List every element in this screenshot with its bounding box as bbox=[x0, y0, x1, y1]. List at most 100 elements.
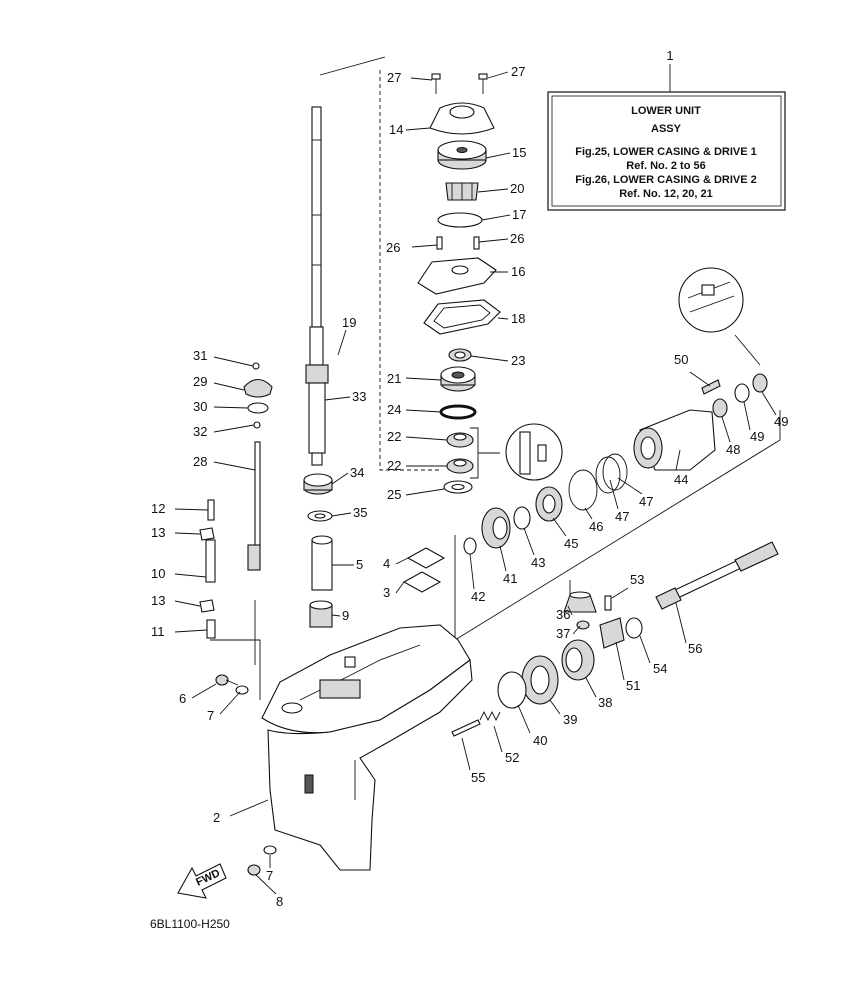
screws bbox=[215, 674, 277, 876]
callout-number: 47 bbox=[615, 509, 629, 524]
callout-leader-line bbox=[497, 317, 509, 320]
callout-number: 36 bbox=[556, 607, 570, 622]
callout-leader-line bbox=[477, 188, 509, 193]
callout-number: 3 bbox=[383, 585, 390, 600]
callout-leader-line bbox=[411, 244, 438, 248]
callout-leader-line bbox=[743, 401, 751, 431]
callout-number: 19 bbox=[342, 315, 356, 330]
callout-number: 51 bbox=[626, 678, 640, 693]
legend-fig1: Fig.25, LOWER CASING & DRIVE 1 bbox=[575, 146, 757, 158]
callout-number: 12 bbox=[151, 501, 165, 516]
callout-number: 21 bbox=[387, 371, 401, 386]
callout-number: 27 bbox=[387, 70, 401, 85]
callout-number: 47 bbox=[639, 494, 653, 509]
callout-leader-line bbox=[584, 507, 593, 520]
callout-leader-line bbox=[331, 614, 341, 617]
callout-number: 49 bbox=[774, 414, 788, 429]
callout-number: 22 bbox=[387, 458, 401, 473]
callout-leader-line bbox=[405, 377, 442, 381]
callout-number: 48 bbox=[726, 442, 740, 457]
legend-ref-number: 1 bbox=[666, 48, 673, 63]
callout-leader-line bbox=[255, 874, 277, 895]
callout-leader-line bbox=[213, 382, 245, 391]
callout-number: 41 bbox=[503, 571, 517, 586]
callout-leader-line bbox=[689, 371, 711, 387]
callout-number: 15 bbox=[512, 145, 526, 160]
callout-number: 2 bbox=[213, 810, 220, 825]
callout-number: 18 bbox=[511, 311, 525, 326]
callout-leader-line bbox=[585, 677, 597, 698]
callout-number: 20 bbox=[510, 181, 524, 196]
callout-number: 55 bbox=[471, 770, 485, 785]
callout-number: 43 bbox=[531, 555, 545, 570]
callout-leader-line bbox=[219, 691, 241, 715]
callout-leader-line bbox=[213, 461, 256, 471]
callout-number: 37 bbox=[556, 626, 570, 641]
callout-leader-line bbox=[549, 699, 561, 715]
callout-number: 35 bbox=[353, 505, 367, 520]
callout-number: 38 bbox=[598, 695, 612, 710]
callout-leader-line bbox=[609, 479, 619, 510]
callout-number: 46 bbox=[589, 519, 603, 534]
callout-number: 31 bbox=[193, 348, 207, 363]
callout-number: 50 bbox=[674, 352, 688, 367]
legend-title-line1: LOWER UNIT bbox=[631, 105, 701, 117]
callout-leader-line bbox=[213, 424, 255, 433]
callout-leader-line bbox=[721, 416, 731, 443]
callout-leader-line bbox=[324, 396, 351, 401]
callout-number: 28 bbox=[193, 454, 207, 469]
callout-leader-line bbox=[517, 704, 531, 734]
callout-leader-line bbox=[395, 557, 409, 565]
fwd-arrow: FWD bbox=[177, 863, 227, 899]
drive-shaft bbox=[305, 106, 329, 466]
callout-leader-line bbox=[395, 581, 405, 594]
callout-leader-line bbox=[174, 600, 201, 607]
callout-number: 11 bbox=[151, 624, 165, 639]
callout-number: 45 bbox=[564, 536, 578, 551]
callout-leader-line bbox=[487, 71, 509, 79]
callout-number: 44 bbox=[674, 472, 688, 487]
callout-number: 9 bbox=[342, 608, 349, 623]
callout-leader-line bbox=[461, 737, 471, 771]
callout-number: 56 bbox=[688, 641, 702, 656]
diagram-code: 6BL1100-H250 bbox=[150, 917, 230, 931]
callout-number: 7 bbox=[266, 868, 273, 883]
callout-number: 16 bbox=[511, 264, 525, 279]
callout-number: 17 bbox=[512, 207, 526, 222]
callout-number: 53 bbox=[630, 572, 644, 587]
callout-leader-line bbox=[567, 605, 573, 616]
callout-leader-line bbox=[405, 436, 448, 441]
callout-leader-line bbox=[229, 799, 269, 817]
callout-number: 13 bbox=[151, 593, 165, 608]
callout-leader-line bbox=[191, 683, 217, 699]
callout-number: 33 bbox=[352, 389, 366, 404]
legend-fig1-ref: Ref. No. 2 to 56 bbox=[626, 160, 705, 172]
lower-casing bbox=[261, 624, 473, 871]
callout-number: 7 bbox=[207, 708, 214, 723]
callout-leader-line bbox=[213, 406, 249, 409]
callout-leader-line bbox=[213, 356, 254, 367]
callout-number: 5 bbox=[356, 557, 363, 572]
callout-number: 4 bbox=[383, 556, 390, 571]
bushing-parts bbox=[303, 473, 446, 628]
callout-number: 54 bbox=[653, 661, 667, 676]
callout-number: 25 bbox=[387, 487, 401, 502]
callout-leader-line bbox=[174, 532, 201, 535]
shift-rod-parts bbox=[199, 362, 273, 639]
callout-leader-line bbox=[478, 238, 509, 243]
callout-leader-line bbox=[469, 553, 475, 590]
callout-leader-line bbox=[523, 527, 535, 556]
callout-leader-line bbox=[331, 512, 352, 517]
callout-number: 42 bbox=[471, 589, 485, 604]
callout-number: 23 bbox=[511, 353, 525, 368]
callout-leader-line bbox=[405, 409, 442, 413]
callout-leader-line bbox=[611, 587, 629, 599]
callout-leader-line bbox=[675, 602, 687, 644]
legend-fig2-ref: Ref. No. 12, 20, 21 bbox=[619, 188, 713, 200]
callout-leader-line bbox=[331, 472, 349, 485]
callout-number: 40 bbox=[533, 733, 547, 748]
propeller-shaft-parts bbox=[451, 373, 779, 737]
callout-number: 39 bbox=[563, 712, 577, 727]
